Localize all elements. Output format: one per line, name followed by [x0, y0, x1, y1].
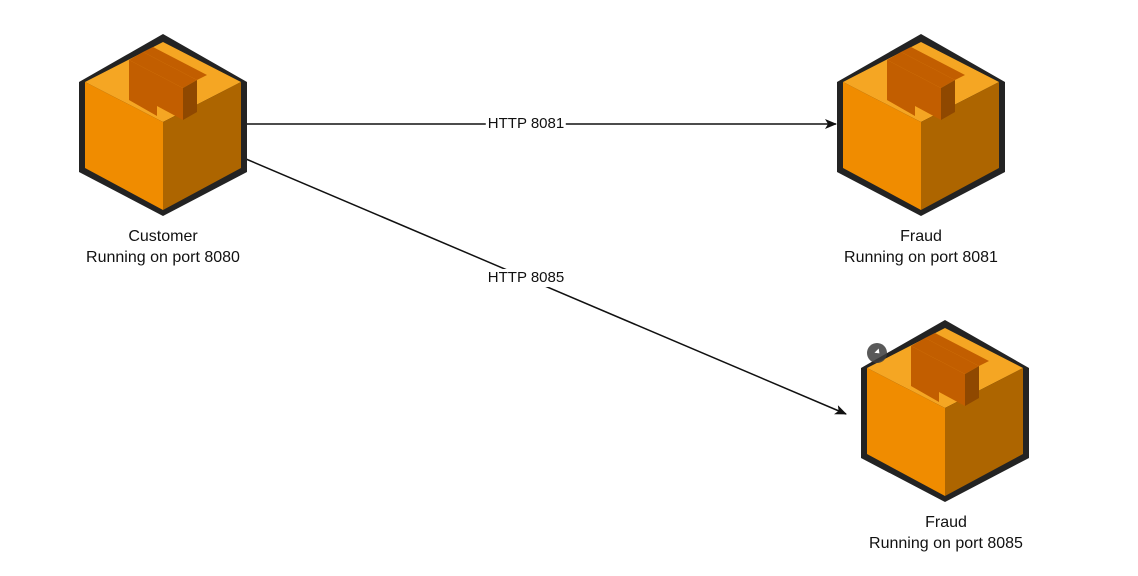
- node-name: Fraud: [925, 514, 967, 531]
- node-label-fraud-8085: Fraud Running on port 8085: [826, 512, 1066, 554]
- node-label-customer: Customer Running on port 8080: [43, 226, 283, 268]
- node-label-fraud-8081: Fraud Running on port 8081: [801, 226, 1041, 268]
- node-detail: Running on port 8085: [869, 535, 1023, 552]
- node-detail: Running on port 8080: [86, 249, 240, 266]
- fraud-8085-box-icon[interactable]: [861, 320, 1029, 502]
- mouse-cursor-icon: [867, 343, 887, 363]
- fraud-8081-box-icon[interactable]: [837, 34, 1005, 216]
- edge-label-http-8081: HTTP 8081: [485, 115, 567, 133]
- edge-label-http-8085: HTTP 8085: [485, 269, 567, 287]
- customer-box-icon[interactable]: [79, 34, 247, 216]
- node-name: Customer: [128, 228, 198, 245]
- node-name: Fraud: [900, 228, 942, 245]
- node-detail: Running on port 8081: [844, 249, 998, 266]
